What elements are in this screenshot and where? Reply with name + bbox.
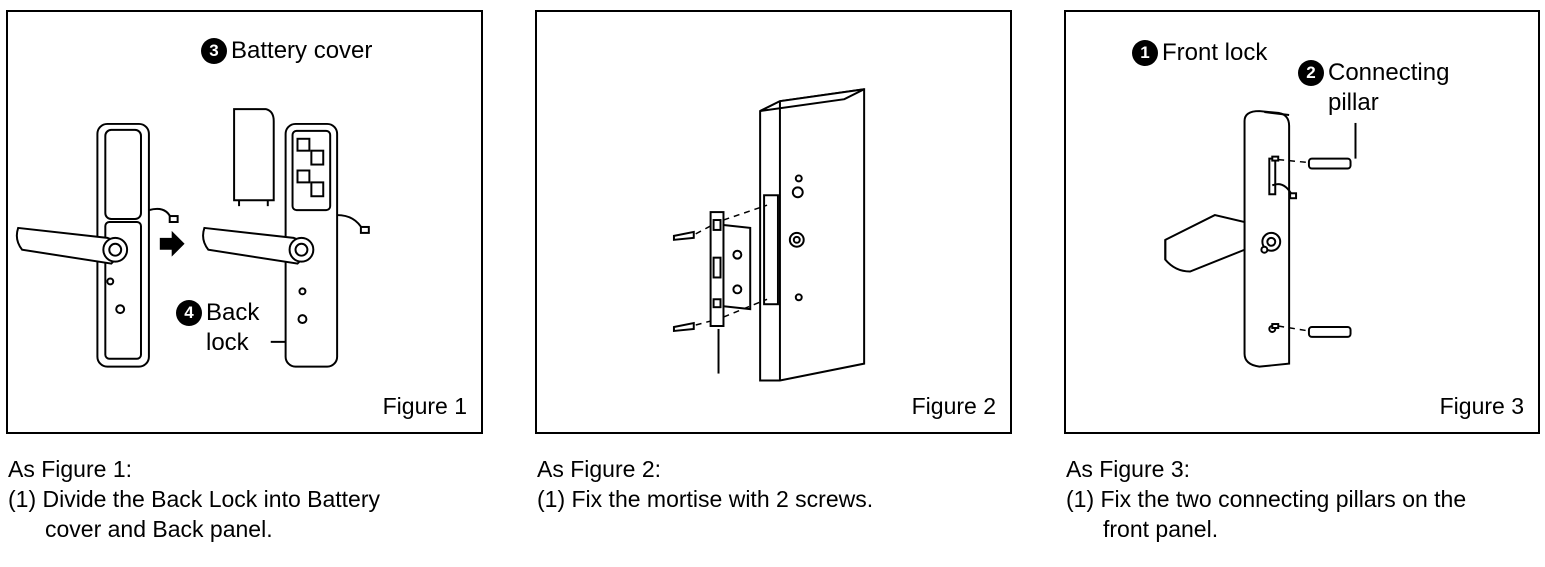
figure-label: Figure 2: [911, 393, 996, 419]
caption-figure-1: As Figure 1: (1) Divide the Back Lock in…: [8, 454, 380, 544]
caption-step: (1) Divide the Back Lock into Battery: [8, 486, 380, 512]
caption-step-continued: front panel.: [1103, 516, 1219, 542]
caption-heading: As Figure 3:: [1066, 456, 1190, 482]
figure-3-illustration: [1164, 110, 1357, 368]
figure-label: Figure 1: [382, 393, 467, 419]
callout-text: Connecting pillar: [1328, 59, 1450, 116]
callout-battery-cover: 3 Battery cover: [201, 36, 372, 66]
figure-2-panel: Figure 2: [535, 10, 1012, 434]
callout-text: Front lock: [1162, 39, 1268, 66]
figure-1-panel: 3 Battery cover 4 Back lock Figure 1: [6, 10, 483, 434]
callout-front-lock: 1 Front lock: [1132, 38, 1267, 68]
figure-2-illustration: [672, 88, 866, 382]
figure-label: Figure 3: [1439, 393, 1524, 419]
caption-step: (1) Fix the two connecting pillars on th…: [1066, 486, 1467, 512]
caption-figure-3: As Figure 3: (1) Fix the two connecting …: [1066, 454, 1466, 544]
callout-connecting-pillar: 2 Connecting pillar: [1298, 58, 1449, 118]
callout-text: Battery cover: [231, 37, 373, 64]
figure-3-panel: 1 Front lock 2 Connecting pillar Figure …: [1064, 10, 1540, 434]
callout-number-badge: 4: [176, 300, 202, 326]
callout-text: Back lock: [206, 299, 260, 356]
callout-back-lock: 4 Back lock: [176, 298, 259, 358]
figure-1-illustration: [15, 108, 370, 368]
callout-number-badge: 3: [201, 38, 227, 64]
callout-number-badge: 1: [1132, 40, 1158, 66]
caption-step: (1) Fix the mortise with 2 screws.: [537, 486, 874, 512]
caption-heading: As Figure 2:: [537, 456, 661, 482]
callout-number-badge: 2: [1298, 60, 1324, 86]
caption-step-continued: cover and Back panel.: [45, 516, 273, 542]
caption-heading: As Figure 1:: [8, 456, 132, 482]
caption-figure-2: As Figure 2: (1) Fix the mortise with 2 …: [537, 454, 873, 514]
